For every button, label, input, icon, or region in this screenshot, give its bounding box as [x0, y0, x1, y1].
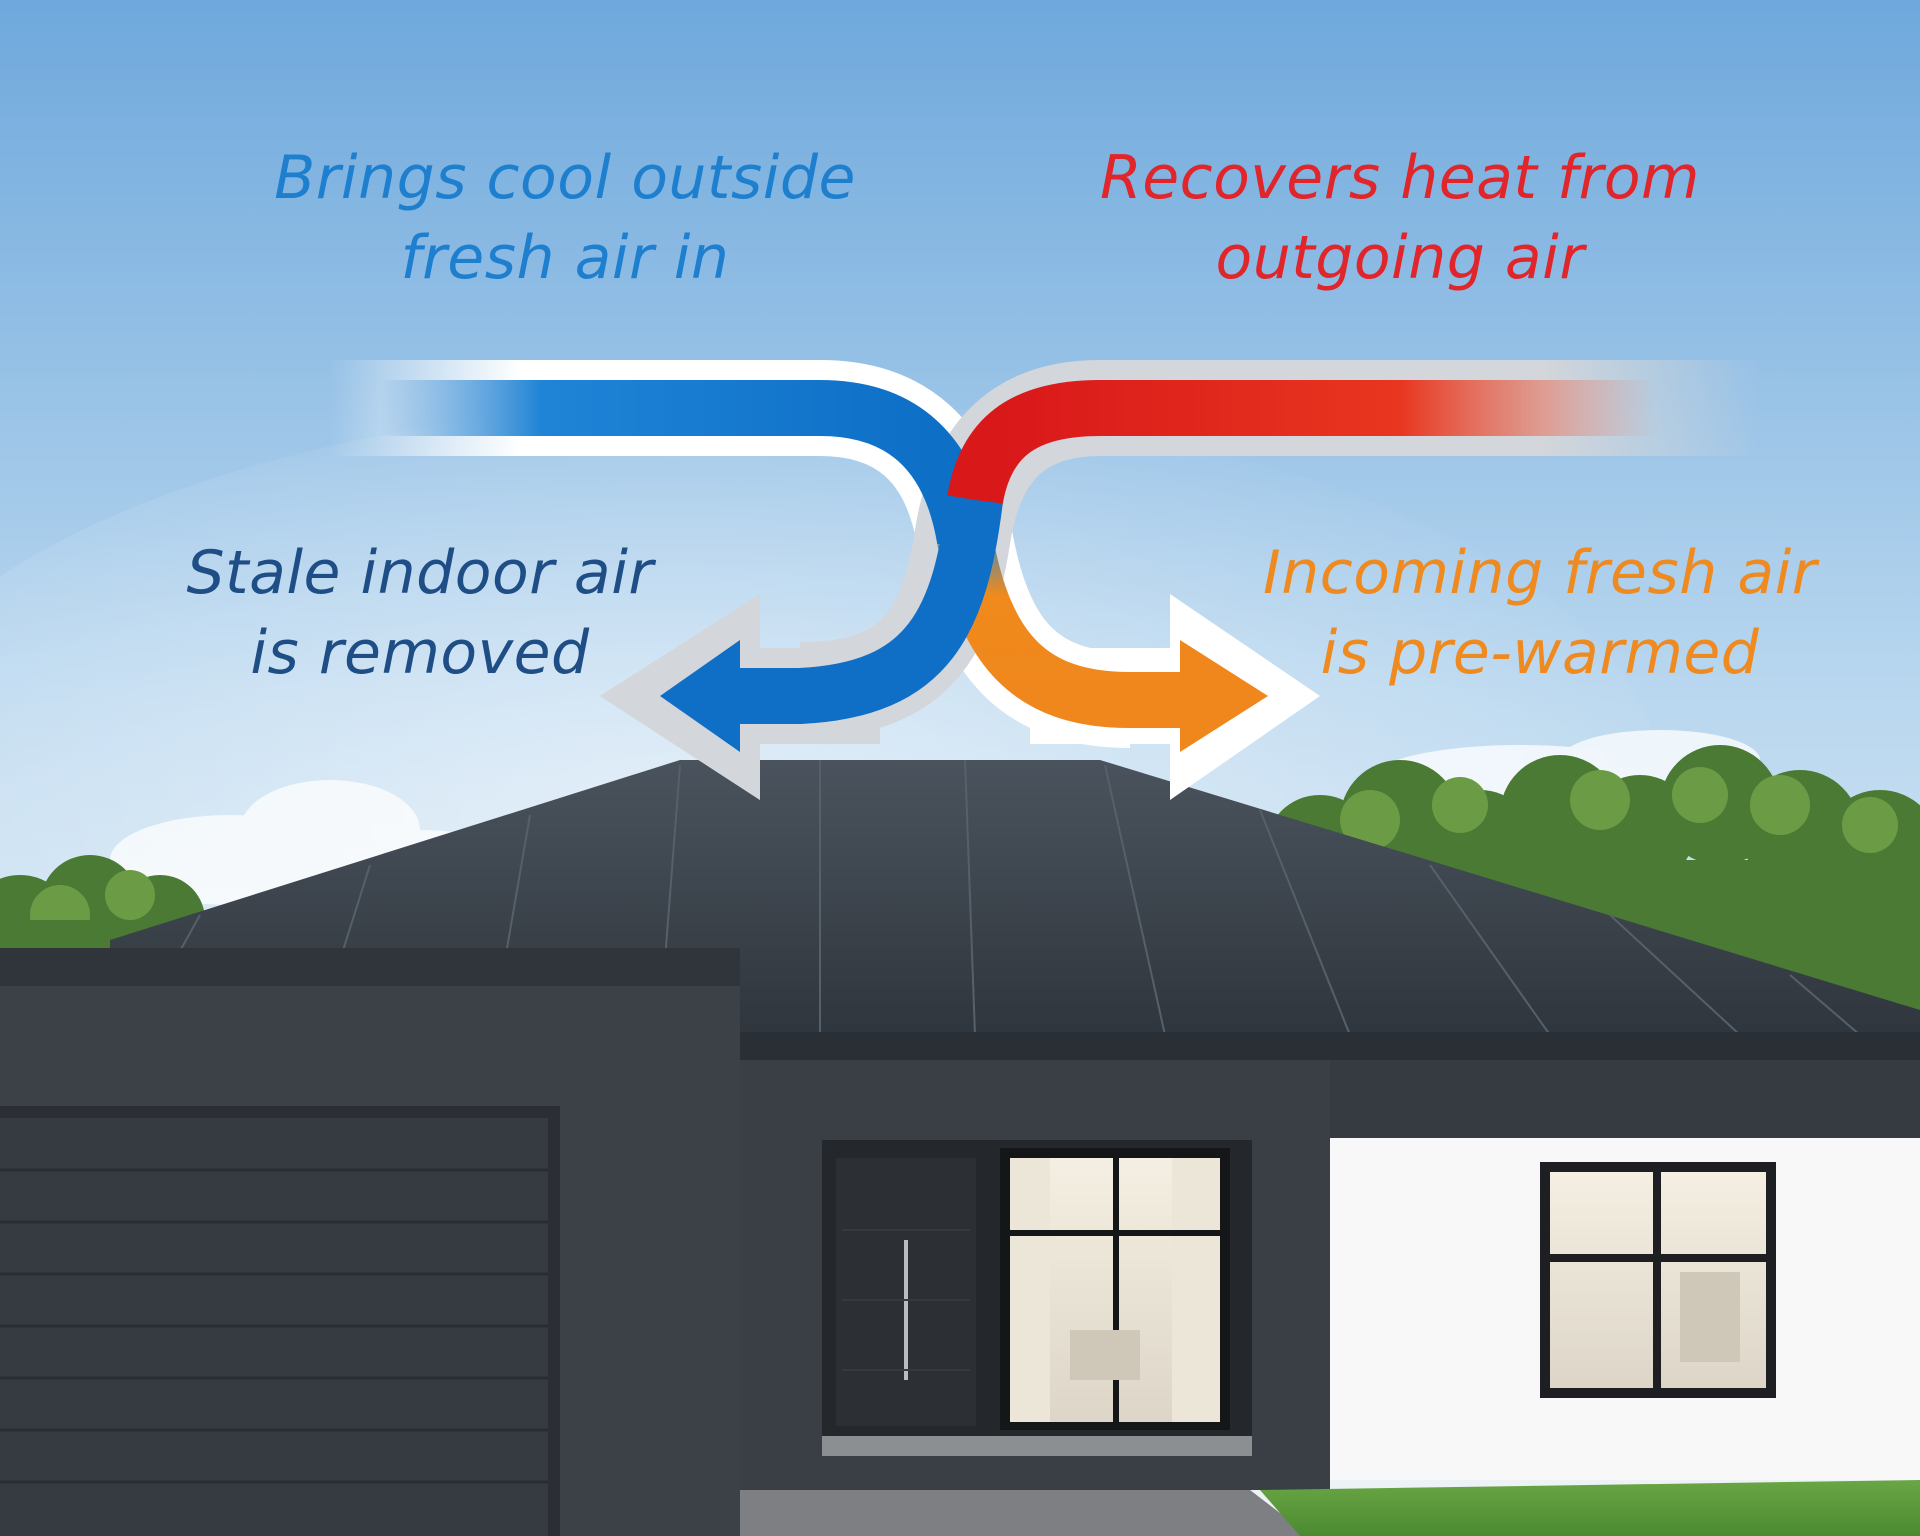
label-heat-line2: outgoing air: [1215, 223, 1585, 293]
front-path: [700, 1490, 1310, 1536]
label-stale-air-removed: Stale indoor air is removed: [160, 533, 680, 693]
warm-air-supply-arrow: [1180, 640, 1268, 752]
label-cool-line1: Brings cool outside: [274, 143, 856, 213]
house: [0, 759, 1920, 1536]
label-pre-warmed-air: Incoming fresh air is pre-warmed: [1240, 533, 1840, 693]
label-warm-line2: is pre-warmed: [1320, 618, 1760, 688]
roof-fascia: [740, 1032, 1920, 1060]
front-door: [836, 1158, 976, 1426]
entry-step: [822, 1436, 1252, 1456]
entry-window: [1000, 1148, 1230, 1430]
heat-recovery-flow: [947, 380, 1790, 506]
label-heat-line1: Recovers heat from: [1100, 143, 1700, 213]
label-heat-recovery: Recovers heat from outgoing air: [1020, 138, 1780, 298]
lawn: [1260, 1480, 1920, 1536]
roof-seams: [174, 759, 1861, 1036]
label-warm-line1: Incoming fresh air: [1263, 538, 1817, 608]
label-stale-line1: Stale indoor air: [186, 538, 654, 608]
right-window: [1540, 1162, 1776, 1398]
stale-arrowhead: [660, 640, 740, 752]
label-cool-line2: fresh air in: [400, 223, 730, 293]
white-wing-band: [1330, 1060, 1920, 1138]
garage: [0, 948, 740, 1536]
label-cool-fresh-air-in: Brings cool outside fresh air in: [200, 138, 930, 298]
label-stale-line2: is removed: [250, 618, 590, 688]
stale-air-flow: [740, 496, 1003, 724]
airflow-diagram: [260, 360, 1790, 800]
